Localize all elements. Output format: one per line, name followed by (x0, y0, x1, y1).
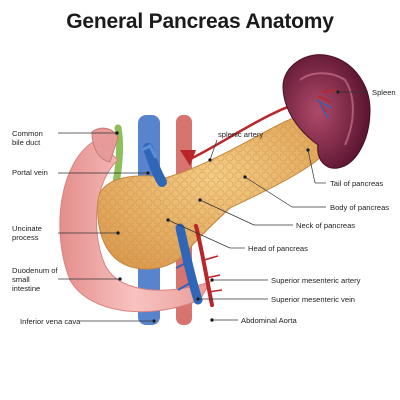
label-spleen: Spleen (372, 88, 396, 97)
label-duodenum: Duodenum of small intestine (12, 266, 58, 293)
superior-mesenteric-artery (194, 224, 214, 307)
label-uncinate-process: Uncinate process (12, 224, 42, 242)
label-tail-of-pancreas: Tail of pancreas (330, 179, 384, 188)
label-superior-mesenteric-artery: Superior mesenteric artery (271, 276, 361, 285)
label-portal-vein: Portal vein (12, 168, 48, 177)
label-neck-of-pancreas: Neck of pancreas (296, 221, 356, 230)
label-superior-mesenteric-vein: Superior mesenteric vein (271, 295, 355, 304)
label-inferior-vena-cava: Inferior vena cava (20, 317, 81, 326)
leader-lines (58, 90, 368, 323)
label-common-bile-duct: Common bile duct (12, 129, 43, 147)
label-head-of-pancreas: Head of pancreas (248, 244, 308, 253)
label-splenic-artery: splenic artery (218, 130, 264, 139)
stomach-pylorus (91, 127, 119, 163)
page-title: General Pancreas Anatomy (66, 10, 334, 33)
label-body-of-pancreas: Body of pancreas (330, 203, 390, 212)
label-abdominal-aorta: Abdominal Aorta (241, 316, 297, 325)
portal-vein (143, 143, 167, 187)
